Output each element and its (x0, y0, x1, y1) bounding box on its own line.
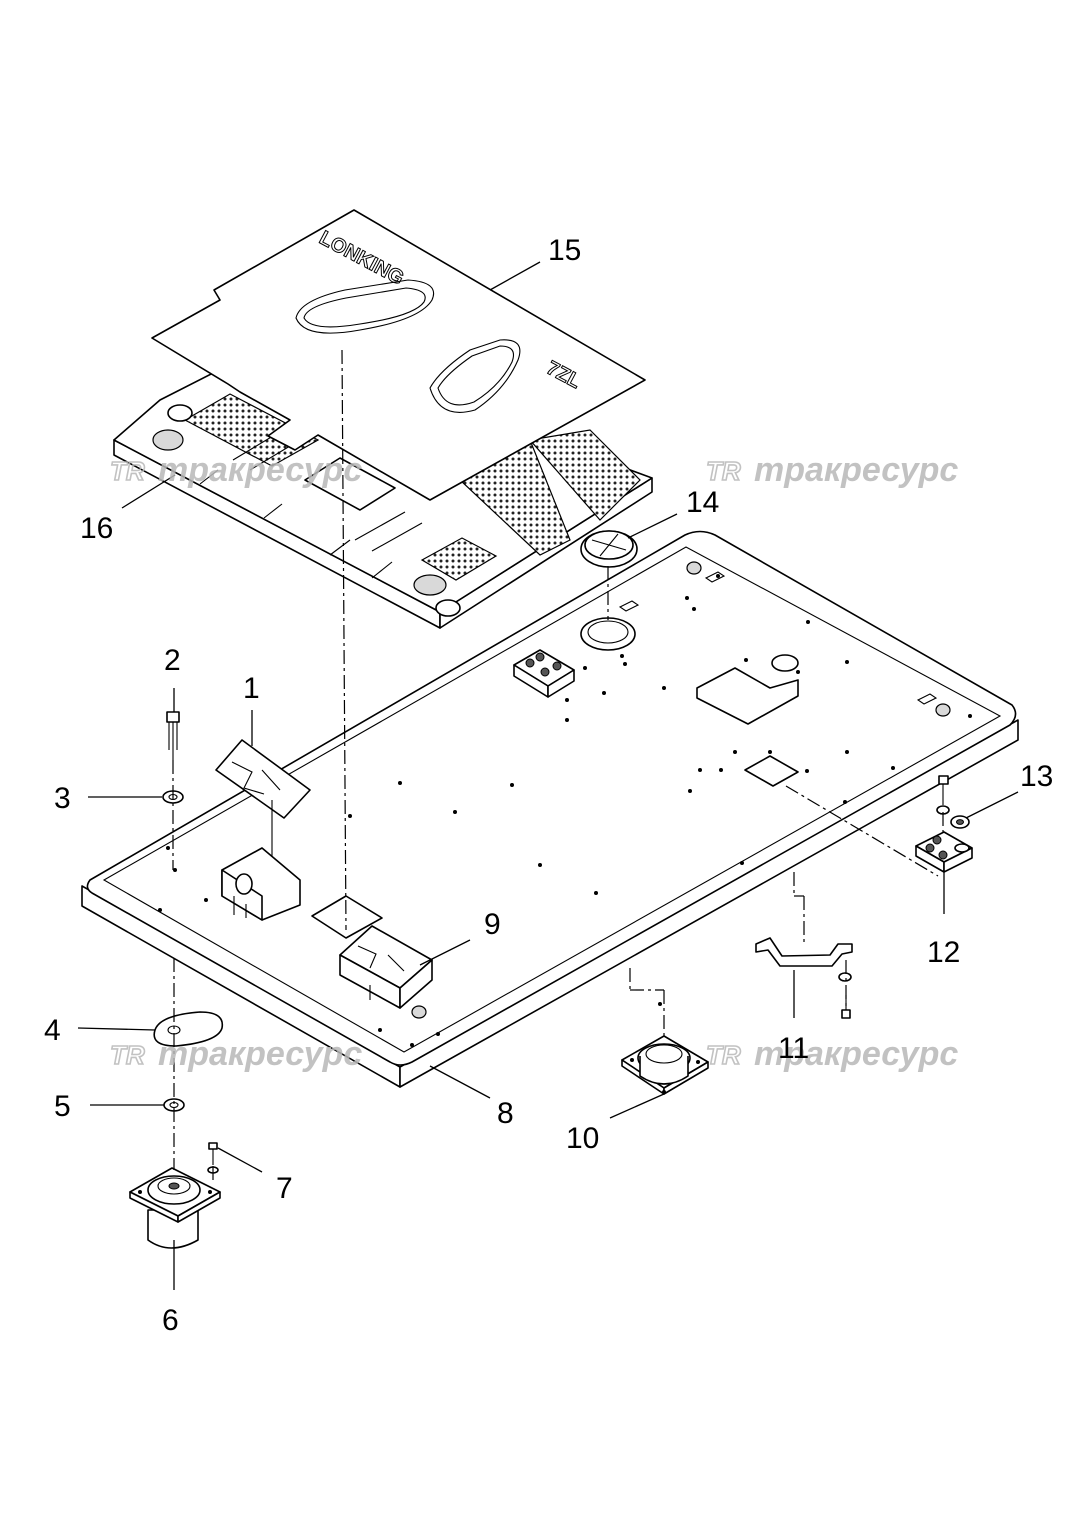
callout-12: 12 (927, 936, 960, 969)
callout-1: 1 (243, 672, 260, 705)
floor-sheet-15: LONKING 7ZL (151, 209, 646, 501)
svg-text:TR: TR (706, 1040, 741, 1070)
bolt-2 (166, 711, 180, 760)
mount-bracket-1 (215, 739, 311, 860)
svg-text:тракресурс: тракресурс (158, 451, 362, 489)
callout-7: 7 (276, 1172, 293, 1205)
callout-9: 9 (484, 908, 501, 941)
plate-mounting-holes (158, 574, 972, 1047)
callout-6: 6 (162, 1304, 179, 1337)
watermark-top-left: TR тракресурс (109, 451, 362, 489)
callout-13: 13 (1020, 760, 1053, 793)
floor-base-plate (81, 530, 1019, 1088)
callout-2: 2 (164, 644, 181, 677)
callout-16: 16 (80, 512, 113, 545)
assembly-axes (172, 349, 944, 1180)
floor-damper-block (513, 649, 575, 698)
callout-3: 3 (54, 782, 71, 815)
callout-4: 4 (44, 1014, 61, 1047)
svg-text:TR: TR (110, 1040, 145, 1070)
washer-13 (950, 815, 970, 829)
rubber-mount-6 (129, 1167, 221, 1249)
mount-bracket-9 (339, 925, 433, 1009)
damper-block-12 (915, 831, 973, 873)
strap-bracket-11 (755, 937, 853, 1019)
callout-14: 14 (686, 486, 719, 519)
svg-text:тракресурс: тракресурс (158, 1035, 362, 1073)
callout-labels: 15 16 14 2 1 3 4 5 7 6 9 8 10 11 12 13 (44, 234, 1053, 1337)
svg-text:тракресурс: тракресурс (754, 451, 958, 489)
callout-10: 10 (566, 1122, 599, 1155)
watermark-bottom-left: TR тракресурс (109, 1035, 362, 1073)
svg-text:тракресурс: тракресурс (754, 1035, 958, 1073)
bolt-13 (936, 775, 950, 815)
callout-5: 5 (54, 1090, 71, 1123)
svg-text:TR: TR (706, 456, 741, 486)
leader-lines (77, 261, 1019, 1290)
callout-11: 11 (778, 1032, 809, 1065)
damper-mount-10 (621, 1035, 709, 1095)
callout-8: 8 (497, 1097, 514, 1130)
svg-text:TR: TR (110, 456, 145, 486)
callout-15: 15 (548, 234, 581, 267)
watermark-top-right: TR тракресурс (705, 451, 958, 489)
mount-bracket-lower (221, 847, 301, 921)
watermark-bottom-right: TR тракресурс (705, 1035, 958, 1073)
